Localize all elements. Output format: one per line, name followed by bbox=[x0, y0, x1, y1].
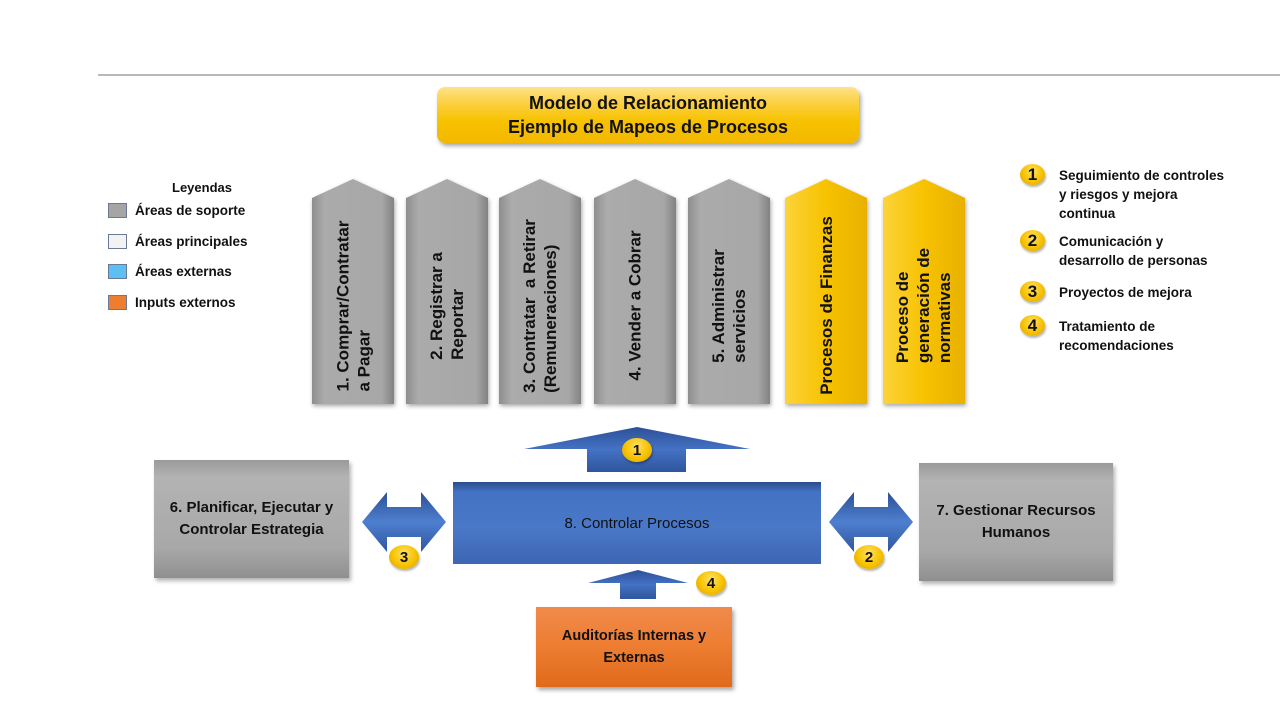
number-badge: 4 bbox=[1020, 315, 1045, 336]
column-arrow-shape bbox=[785, 179, 867, 404]
column-label-wrap: Proceso de generación de normativas bbox=[882, 206, 966, 405]
column-arrow-shape bbox=[312, 179, 394, 404]
legend-swatch bbox=[108, 234, 127, 249]
column-label-wrap: 5. Administrar servicios bbox=[687, 206, 771, 405]
column-label: 1. Comprar/Contratar a Pagar bbox=[333, 220, 374, 391]
number-badge: 1 bbox=[1020, 164, 1045, 185]
column-arrow-shape bbox=[883, 179, 965, 404]
legend-label: Áreas externas bbox=[135, 264, 232, 279]
numbered-legend-item-1: 1 Seguimiento de controles y riesgos y m… bbox=[1020, 164, 1239, 223]
process-column-7: Proceso de generación de normativas bbox=[882, 178, 966, 405]
column-label: Procesos de Finanzas bbox=[816, 216, 836, 395]
numbered-legend-text: Comunicación y desarrollo de personas bbox=[1059, 234, 1208, 268]
legend-item-principal: Áreas principales bbox=[108, 234, 248, 249]
column-arrow-shape bbox=[406, 179, 488, 404]
column-label: Proceso de generación de normativas bbox=[893, 247, 955, 364]
column-label-wrap: Procesos de Finanzas bbox=[784, 206, 868, 405]
process-column-4: 4. Vender a Cobrar bbox=[593, 178, 677, 405]
column-arrow-shape bbox=[499, 179, 581, 404]
legend-item-support: Áreas de soporte bbox=[108, 203, 245, 218]
flow-badge-3: 3 bbox=[389, 545, 419, 569]
header-divider bbox=[98, 74, 1280, 76]
double-arrow-strategy-control bbox=[362, 492, 446, 552]
flow-badge-4: 4 bbox=[696, 571, 726, 595]
number-badge: 3 bbox=[1020, 281, 1045, 302]
column-label-wrap: 2. Registrar a Reportar bbox=[405, 206, 489, 405]
column-label-wrap: 3. Contratar a Retirar (Remuneraciones) bbox=[498, 206, 582, 405]
legend-title: Leyendas bbox=[172, 180, 232, 195]
title-line-1: Modelo de Relacionamiento bbox=[528, 93, 768, 113]
column-label-wrap: 1. Comprar/Contratar a Pagar bbox=[311, 206, 395, 405]
process-column-1: 1. Comprar/Contratar a Pagar bbox=[311, 178, 395, 405]
legend-item-external: Áreas externas bbox=[108, 264, 232, 279]
input-box-audits: Auditorías Internas y Externas bbox=[536, 607, 732, 687]
legend-label: Áreas principales bbox=[135, 234, 248, 249]
legend-label: Áreas de soporte bbox=[135, 203, 246, 218]
column-label: 2. Registrar a Reportar bbox=[427, 251, 468, 360]
numbered-legend-item-4: 4 Tratamiento de recomendaciones bbox=[1020, 315, 1239, 355]
process-column-3: 3. Contratar a Retirar (Remuneraciones) bbox=[498, 178, 582, 405]
numbered-legend-item-3: 3 Proyectos de mejora bbox=[1020, 281, 1239, 302]
numbered-legend-item-2: 2 Comunicación y desarrollo de personas bbox=[1020, 230, 1239, 270]
process-column-6: Procesos de Finanzas bbox=[784, 178, 868, 405]
process-box-control: 8. Controlar Procesos bbox=[453, 482, 821, 564]
column-label: 5. Administrar servicios bbox=[709, 248, 749, 363]
numbered-legend-text: Proyectos de mejora bbox=[1059, 285, 1192, 300]
legend-swatch bbox=[108, 203, 127, 218]
process-box-human-resources: 7. Gestionar Recursos Humanos bbox=[919, 463, 1113, 581]
numbered-legend-text: Tratamiento de recomendaciones bbox=[1059, 319, 1174, 353]
legend-label: Inputs externos bbox=[135, 295, 236, 310]
flow-badge-2: 2 bbox=[854, 545, 884, 569]
double-arrow-control-hr bbox=[829, 492, 913, 552]
diagram-title: Modelo de Relacionamiento Ejemplo de Map… bbox=[437, 87, 859, 143]
process-column-5: 5. Administrar servicios bbox=[687, 178, 771, 405]
up-arrow-audit-to-control bbox=[588, 570, 688, 599]
title-line-2: Ejemplo de Mapeos de Procesos bbox=[507, 117, 789, 137]
process-box-plan-strategy: 6. Planificar, Ejecutar y Controlar Estr… bbox=[154, 460, 349, 578]
process-column-2: 2. Registrar a Reportar bbox=[405, 178, 489, 405]
column-label: 3. Contratar a Retirar (Remuneraciones) bbox=[520, 218, 560, 393]
legend-swatch bbox=[108, 295, 127, 310]
legend-item-inputs: Inputs externos bbox=[108, 295, 236, 310]
number-badge: 2 bbox=[1020, 230, 1045, 251]
column-arrow-shape bbox=[594, 179, 676, 404]
flow-badge-1: 1 bbox=[622, 438, 652, 462]
numbered-legend-text: Seguimiento de controles y riesgos y mej… bbox=[1059, 168, 1225, 221]
column-label: 4. Vender a Cobrar bbox=[625, 230, 645, 381]
legend-swatch bbox=[108, 264, 127, 279]
column-arrow-shape bbox=[688, 179, 770, 404]
column-label-wrap: 4. Vender a Cobrar bbox=[593, 206, 677, 405]
